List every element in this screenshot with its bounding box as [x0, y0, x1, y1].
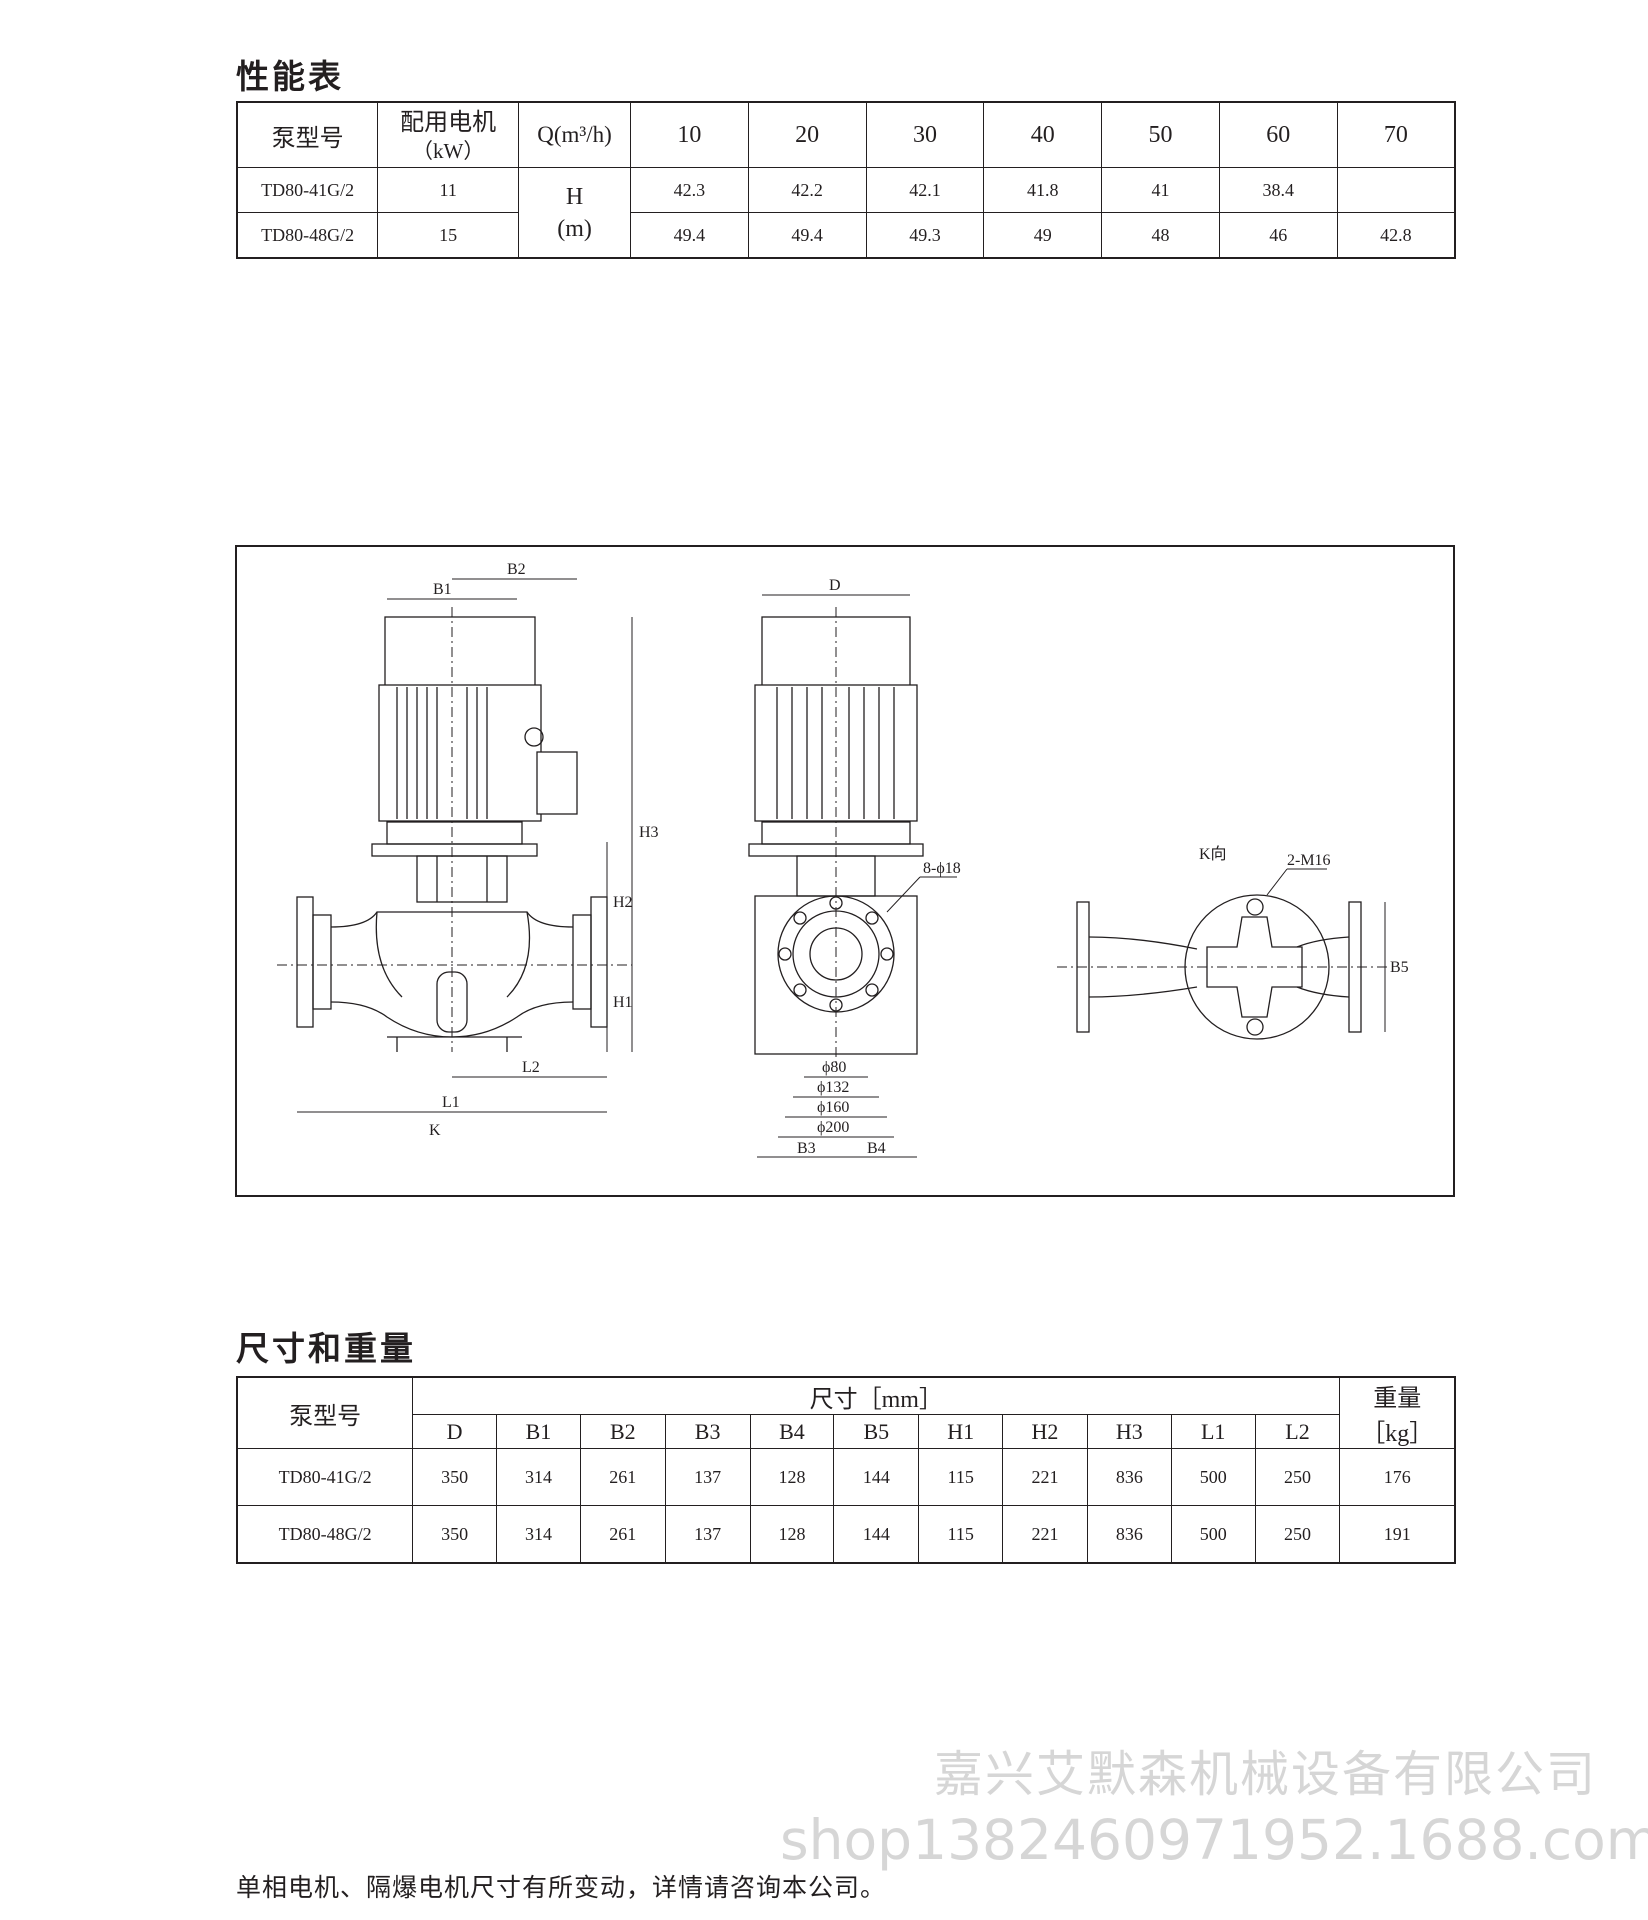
dim-k: K [429, 1122, 441, 1139]
dim-cell: 250 [1254, 1448, 1341, 1506]
weight-cell: 176 [1339, 1448, 1456, 1506]
dim-h1: H1 [613, 994, 633, 1011]
dim-b4: B4 [867, 1140, 886, 1157]
col-header: L2 [1254, 1414, 1341, 1449]
dim-cell: 115 [918, 1505, 1004, 1564]
dim-cell: 128 [749, 1448, 835, 1506]
watermark-shop: shop1382460971952.1688.com [780, 1808, 1648, 1872]
head-cell: 49 [983, 212, 1103, 259]
dim-cell: 836 [1086, 1448, 1172, 1506]
col-header: B3 [664, 1414, 751, 1449]
dim-cell: 261 [579, 1448, 666, 1506]
dim-cell: 137 [664, 1448, 751, 1506]
performance-table: 泵型号 配用电机（kW） Q(m³/h) 10 20 30 40 50 60 7… [236, 101, 1456, 259]
dim-cell: 115 [918, 1448, 1004, 1506]
col-header: B5 [833, 1414, 920, 1449]
model-cell: TD80-48G/2 [236, 1505, 414, 1564]
dim-cell: 836 [1086, 1505, 1172, 1564]
col-header: H1 [918, 1414, 1004, 1449]
head-cell: 49.3 [865, 212, 985, 259]
weight-header: 重量［kg］ [1339, 1376, 1456, 1449]
dim-cell: 250 [1254, 1505, 1341, 1564]
dim-cell: 128 [749, 1505, 835, 1564]
dim-cell: 314 [496, 1448, 581, 1506]
dim-l1: L1 [442, 1094, 460, 1111]
dimensions-title: 尺寸和重量 [236, 1329, 416, 1368]
head-cell [1336, 167, 1456, 213]
model-header: 泵型号 [236, 1376, 414, 1449]
model-header: 泵型号 [236, 101, 379, 168]
col-header: B4 [749, 1414, 835, 1449]
model-cell: TD80-41G/2 [236, 167, 379, 213]
performance-title: 性能表 [236, 57, 344, 96]
head-cell: 49.4 [747, 212, 867, 259]
head-cell: 41.8 [983, 167, 1103, 213]
flow-value: 70 [1336, 101, 1456, 168]
dim-b3: B3 [797, 1140, 816, 1157]
dim-b2: B2 [507, 561, 526, 578]
dim-m16: 2-M16 [1287, 852, 1331, 869]
flow-value: 50 [1101, 101, 1220, 168]
motor-header: 配用电机（kW） [377, 101, 520, 168]
dim-cell: 221 [1002, 1448, 1088, 1506]
head-cell: 49.4 [630, 212, 749, 259]
dim-cell: 144 [833, 1448, 920, 1506]
flow-header: Q(m³/h) [518, 101, 631, 168]
model-cell: TD80-41G/2 [236, 1448, 414, 1506]
weight-cell: 191 [1339, 1505, 1456, 1564]
dim-phi80: ϕ80 [822, 1059, 846, 1076]
kview-label: K向 [1199, 845, 1227, 863]
power-cell: 15 [377, 212, 520, 259]
dim-h3: H3 [639, 824, 659, 841]
col-header: H3 [1086, 1414, 1172, 1449]
head-cell: 42.3 [630, 167, 749, 213]
flow-value: 40 [983, 101, 1103, 168]
dim-d: D [829, 577, 841, 594]
dim-phi200: ϕ200 [817, 1119, 849, 1136]
dim-holes: 8-ϕ18 [923, 860, 961, 877]
dim-cell: 500 [1170, 1505, 1256, 1564]
dim-cell: 137 [664, 1505, 751, 1564]
model-cell: TD80-48G/2 [236, 212, 379, 259]
flow-value: 10 [630, 101, 749, 168]
dim-cell: 350 [412, 1448, 498, 1506]
dim-b5: B5 [1390, 959, 1409, 976]
col-header: B1 [496, 1414, 581, 1449]
dim-b1: B1 [433, 581, 452, 598]
k-view [1076, 894, 1362, 1040]
col-header: L1 [1170, 1414, 1256, 1449]
head-cell: 42.8 [1336, 212, 1456, 259]
dim-cell: 500 [1170, 1448, 1256, 1506]
dimensions-table: 泵型号 尺寸［mm］ 重量［kg］ D B1 B2 B3 B4 B5 H1 H2… [236, 1376, 1456, 1564]
head-cell: 46 [1218, 212, 1338, 259]
dim-h2: H2 [613, 894, 633, 911]
col-header: H2 [1002, 1414, 1088, 1449]
flow-value: 20 [747, 101, 867, 168]
dim-cell: 221 [1002, 1505, 1088, 1564]
pump-drawing: B1 B2 H3 H2 H1 L2 L1 K D 8-ϕ18 ϕ80 ϕ132 … [235, 545, 1455, 1197]
dim-l2: L2 [522, 1059, 540, 1076]
size-header: 尺寸［mm］ [412, 1376, 1341, 1416]
head-cell: 42.2 [747, 167, 867, 213]
head-cell: 38.4 [1218, 167, 1338, 213]
flow-value: 60 [1218, 101, 1338, 168]
col-header: D [412, 1414, 498, 1449]
head-cell: 41 [1101, 167, 1220, 213]
head-cell: 48 [1101, 212, 1220, 259]
pump-drawing-svg: B1 B2 H3 H2 H1 L2 L1 K D 8-ϕ18 ϕ80 ϕ132 … [277, 561, 1409, 1158]
head-label: H(m) [518, 167, 631, 259]
dim-phi160: ϕ160 [817, 1099, 849, 1116]
dim-phi132: ϕ132 [817, 1079, 849, 1096]
dim-cell: 350 [412, 1505, 498, 1564]
power-cell: 11 [377, 167, 520, 213]
head-cell: 42.1 [865, 167, 985, 213]
dim-cell: 314 [496, 1505, 581, 1564]
footer-note: 单相电机、隔爆电机尺寸有所变动，详情请咨询本公司。 [236, 1873, 887, 1902]
dim-cell: 144 [833, 1505, 920, 1564]
flow-value: 30 [865, 101, 985, 168]
col-header: B2 [579, 1414, 666, 1449]
watermark-company: 嘉兴艾默森机械设备有限公司 [934, 1746, 1598, 1803]
side-view [296, 616, 608, 1052]
dim-cell: 261 [579, 1505, 666, 1564]
